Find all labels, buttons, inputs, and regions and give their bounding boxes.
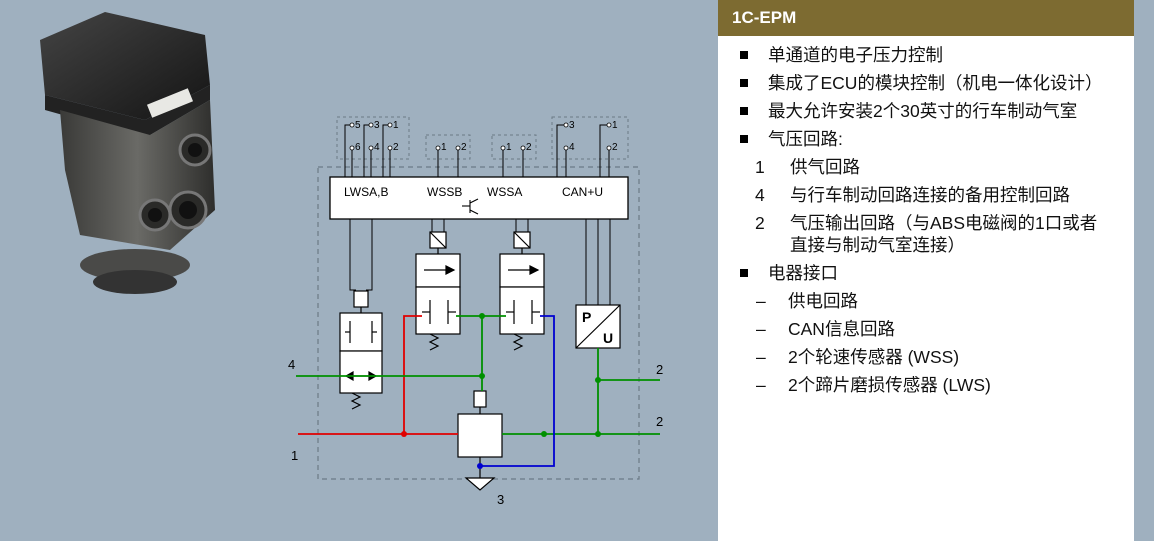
supply-line xyxy=(298,315,458,435)
background-strip xyxy=(1134,0,1154,541)
dash-item: 2个蹄片磨损传感器 (LWS) xyxy=(718,374,1134,396)
product-label xyxy=(146,88,194,118)
port-label-1: 1 xyxy=(291,448,298,463)
pin-label: 1 xyxy=(441,142,447,153)
relay-valve xyxy=(457,390,503,458)
label-wssb: WSSB xyxy=(427,185,462,199)
pin-label: 2 xyxy=(612,142,618,153)
backup-valve xyxy=(339,290,383,410)
pin-label: 2 xyxy=(393,142,399,153)
pin-label: 2 xyxy=(461,142,467,153)
solenoid-valve-inlet xyxy=(415,231,461,351)
info-panel: 1C-EPM 单通道的电子压力控制集成了ECU的模块控制（机电一体化设计） 最大允… xyxy=(718,0,1134,541)
bullet-item: 最大允许安装2个30英寸的行车制动气室 xyxy=(718,100,1134,122)
bullet-item: 电器接口 xyxy=(718,262,1134,284)
pin-label: 1 xyxy=(506,142,512,153)
port-number: 4 xyxy=(755,185,765,205)
label-can: CAN+U xyxy=(562,185,603,199)
port-item: 1 供气回路 xyxy=(718,156,1134,178)
port-label-4: 4 xyxy=(288,357,295,372)
port-description: 供气回路 xyxy=(790,157,860,177)
dash-item: 2个轮速传感器 (WSS) xyxy=(718,346,1134,368)
solenoid-valve-outlet xyxy=(499,231,545,351)
pin-label: 3 xyxy=(569,120,575,131)
dash-item: 供电回路 xyxy=(718,290,1134,312)
pin-label: 4 xyxy=(569,142,575,153)
product-photo xyxy=(40,12,215,294)
pin-label: 1 xyxy=(393,120,399,131)
port-number: 2 xyxy=(755,213,765,233)
sensor-label-p: P xyxy=(582,309,591,325)
dash-item: CAN信息回路 xyxy=(718,318,1134,340)
pin-label: 5 xyxy=(355,120,361,131)
port-label-2a: 2 xyxy=(656,362,663,377)
bullet-item: 单通道的电子压力控制 xyxy=(718,44,1134,66)
port-number: 1 xyxy=(755,157,765,177)
panel-title: 1C-EPM xyxy=(718,0,1134,36)
exhaust-symbol xyxy=(464,477,496,491)
label-wssa: WSSA xyxy=(487,185,522,199)
transistor-icon xyxy=(462,198,479,215)
port-description: 与行车制动回路连接的备用控制回路 xyxy=(790,185,1070,205)
port-label-3: 3 xyxy=(497,492,504,507)
ecu-housing xyxy=(40,12,210,120)
epm-schematic: LWSA,B WSSB WSSA CAN+U xyxy=(288,116,663,507)
bullet-item: 集成了ECU的模块控制（机电一体化设计） xyxy=(718,72,1134,94)
port-description: 气压输出回路（与ABS电磁阀的1口或者直接与制动气室连接） xyxy=(790,213,1098,255)
pin-label: 2 xyxy=(526,142,532,153)
pin-label: 3 xyxy=(374,120,380,131)
pin-label: 1 xyxy=(612,120,618,131)
port-label-2b: 2 xyxy=(656,414,663,429)
bullet-item: 气压回路: xyxy=(718,128,1134,150)
sensor-label-u: U xyxy=(603,330,613,346)
pin-label: 6 xyxy=(355,142,361,153)
ecu-box xyxy=(329,176,629,220)
feature-list: 单通道的电子压力控制集成了ECU的模块控制（机电一体化设计） 最大允许安装2个30… xyxy=(718,44,1134,396)
exhaust-line xyxy=(480,315,555,467)
port-item: 2 气压输出回路（与ABS电磁阀的1口或者直接与制动气室连接） xyxy=(718,212,1134,256)
pin-label: 4 xyxy=(374,142,380,153)
port-item: 4 与行车制动回路连接的备用控制回路 xyxy=(718,184,1134,206)
label-lwsa: LWSA,B xyxy=(344,185,388,199)
